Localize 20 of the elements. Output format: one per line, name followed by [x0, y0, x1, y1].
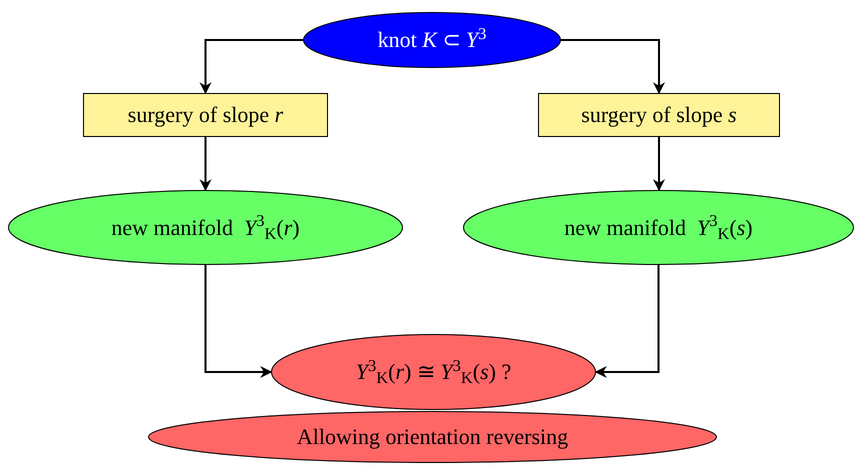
node-label: surgery of slope s [581, 104, 737, 126]
node-label: surgery of slope r [128, 104, 284, 126]
node-label: Y$^{3}$$_{K}$(r) ≅ Y$^{3}$$_{K}$(s) ? [356, 361, 512, 383]
node-label: knot K ⊂ Y$^{3}$ [378, 29, 486, 51]
ellipse-node [303, 12, 561, 68]
node-label: new manifold Y$^{3}$$_{K}$(r) [111, 216, 300, 238]
ellipse-node [148, 411, 717, 463]
node-label: new manifold Y$^{3}$$_{K}$(s) [564, 216, 753, 238]
arrow [594, 265, 660, 378]
ellipse-node [463, 190, 854, 265]
node-label: Allowing orientation reversing [296, 426, 568, 448]
arrow [200, 137, 212, 192]
arrow [204, 265, 272, 378]
process-box [538, 93, 780, 137]
ellipse-node [8, 190, 403, 265]
arrow [200, 39, 303, 94]
ellipse-node [271, 334, 596, 410]
arrow [653, 137, 665, 192]
process-box [83, 93, 328, 137]
arrow [561, 39, 665, 94]
